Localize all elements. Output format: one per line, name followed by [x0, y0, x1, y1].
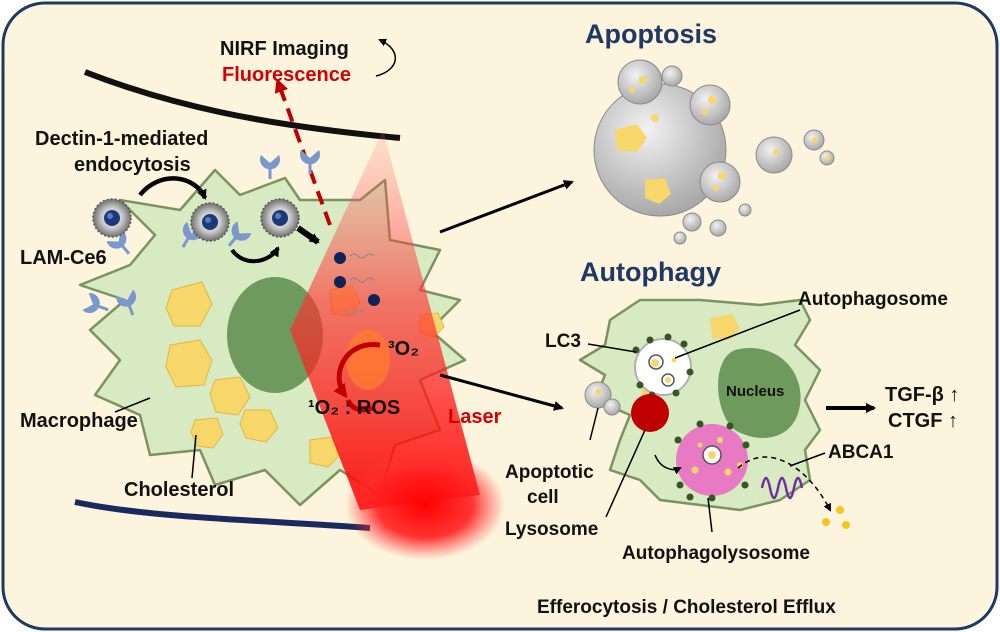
- triplet-oxygen-label: ³O₂: [388, 338, 420, 360]
- apoptotic-cell-label-line1: Apoptotic: [505, 462, 594, 483]
- laser-beam: [290, 130, 480, 510]
- arrow-to-autophagy: [439, 373, 564, 411]
- nirf-curl-arrow: [375, 38, 397, 77]
- effluxed-cholesterol: [822, 506, 850, 529]
- lysosome: [631, 394, 669, 432]
- endocytosis-arrow-2: [230, 246, 280, 264]
- endocytosis-arrow-1: [138, 176, 208, 200]
- cholesterol-label: Cholesterol: [124, 479, 235, 501]
- vessel-wall-top: [83, 69, 401, 141]
- apoptosis-title: Apoptosis: [585, 19, 717, 49]
- ctgf-label: CTGF ↑: [888, 410, 958, 432]
- lysosome-label: Lysosome: [505, 519, 599, 540]
- macrophage-label: Macrophage: [20, 410, 138, 432]
- autophagosome-label: Autophagosome: [798, 289, 948, 310]
- singlet-oxygen-label: ¹O₂ : ROS: [308, 397, 401, 419]
- dectin-label-line1: Dectin-1-mediated: [35, 128, 209, 150]
- lam-ce6-label: LAM-Ce6: [20, 247, 107, 269]
- arrow-to-apoptosis: [439, 180, 574, 234]
- apoptosis-cholesterol: [615, 76, 831, 204]
- dectin-label-line2: endocytosis: [74, 154, 191, 176]
- nucleus-label: Nucleus: [726, 383, 785, 400]
- fluorescence-label: Fluorescence: [222, 64, 351, 86]
- apoptotic-cell-label-line2: cell: [527, 487, 559, 508]
- internalization-arrow: [296, 225, 320, 245]
- autophagy-title: Autophagy: [580, 257, 721, 287]
- efflux-arrow: [737, 456, 831, 512]
- nirf-imaging-label: NIRF Imaging: [220, 38, 349, 60]
- tgf-beta-label: TGF-β ↑: [885, 384, 960, 406]
- autophagosome: [634, 338, 692, 396]
- lc3-label: LC3: [545, 331, 581, 352]
- laser-spot: [345, 450, 505, 560]
- autophagy-nucleus: [718, 348, 801, 438]
- efferocytosis-label: Efferocytosis / Cholesterol Efflux: [537, 597, 836, 618]
- macrophage-nucleus: [227, 277, 323, 393]
- ce6-molecules: [334, 252, 380, 306]
- ros-conversion-arrow: [333, 342, 381, 399]
- autophagolysosome-label: Autophagolysosome: [622, 543, 810, 564]
- abca1-label: ABCA1: [828, 442, 894, 463]
- autophagolysosome: [676, 424, 748, 496]
- laser-label: Laser: [448, 406, 502, 428]
- vessel-wall-bottom: [74, 499, 371, 531]
- abca1-transporter: [760, 476, 804, 500]
